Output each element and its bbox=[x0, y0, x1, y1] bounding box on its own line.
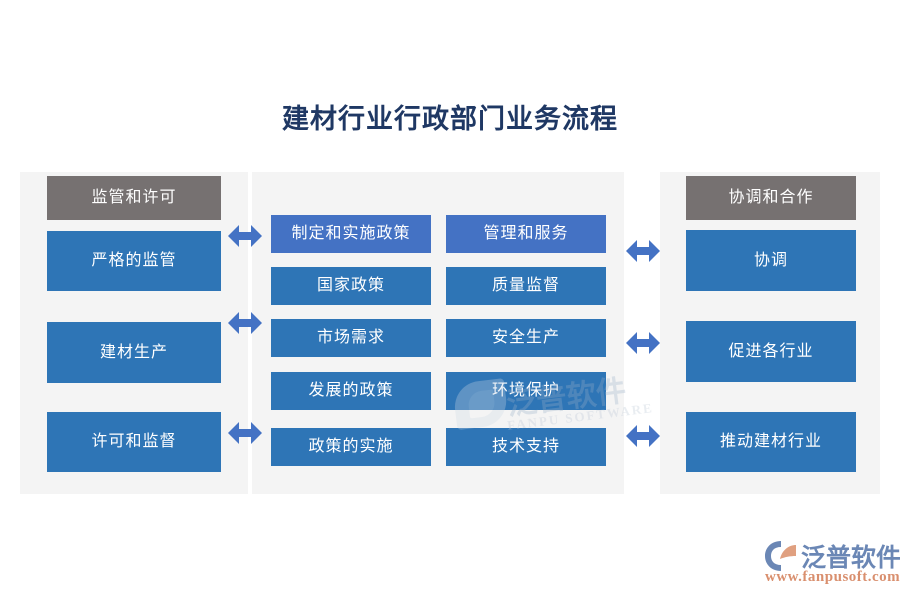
center-box-environmental-protection[interactable]: 环境保护 bbox=[446, 372, 606, 410]
page-title: 建材行业行政部门业务流程 bbox=[282, 104, 618, 134]
double-arrow-icon bbox=[626, 234, 660, 268]
center-box-technical-support[interactable]: 技术支持 bbox=[446, 428, 606, 466]
left-box-permit-and-supervision[interactable]: 许可和监督 bbox=[47, 412, 221, 472]
right-box-advance-building-materials[interactable]: 推动建材行业 bbox=[686, 412, 856, 472]
right-column-panel: 协调和合作 协调 促进各行业 推动建材行业 bbox=[660, 172, 880, 494]
center-box-policy-implementation[interactable]: 政策的实施 bbox=[271, 428, 431, 466]
left-column-header: 监管和许可 bbox=[47, 176, 221, 220]
center-box-national-policy[interactable]: 国家政策 bbox=[271, 267, 431, 305]
fanpu-logo-icon bbox=[765, 541, 799, 571]
center-box-development-policy[interactable]: 发展的政策 bbox=[271, 372, 431, 410]
double-arrow-icon bbox=[228, 219, 262, 253]
center-box-policy-formulation[interactable]: 制定和实施政策 bbox=[271, 215, 431, 253]
right-column-header: 协调和合作 bbox=[686, 176, 856, 220]
right-box-coordination[interactable]: 协调 bbox=[686, 230, 856, 291]
left-box-strict-supervision[interactable]: 严格的监管 bbox=[47, 231, 221, 291]
center-box-market-demand[interactable]: 市场需求 bbox=[271, 319, 431, 357]
double-arrow-icon bbox=[228, 416, 262, 450]
left-box-material-production[interactable]: 建材生产 bbox=[47, 322, 221, 383]
center-box-management-and-service[interactable]: 管理和服务 bbox=[446, 215, 606, 253]
brand-logo: 泛普软件 www.fanpusoft.com bbox=[765, 538, 900, 592]
right-box-promote-industries[interactable]: 促进各行业 bbox=[686, 321, 856, 382]
double-arrow-icon bbox=[228, 306, 262, 340]
center-column-panel: 制定和实施政策 管理和服务 国家政策 质量监督 市场需求 安全生产 发展的政策 … bbox=[252, 172, 624, 494]
center-box-safe-production[interactable]: 安全生产 bbox=[446, 319, 606, 357]
center-box-quality-supervision[interactable]: 质量监督 bbox=[446, 267, 606, 305]
double-arrow-icon bbox=[626, 419, 660, 453]
brand-url: www.fanpusoft.com bbox=[765, 569, 900, 585]
double-arrow-icon bbox=[626, 326, 660, 360]
brand-name: 泛普软件 bbox=[801, 545, 900, 572]
left-column-panel: 监管和许可 严格的监管 建材生产 许可和监督 bbox=[20, 172, 248, 494]
